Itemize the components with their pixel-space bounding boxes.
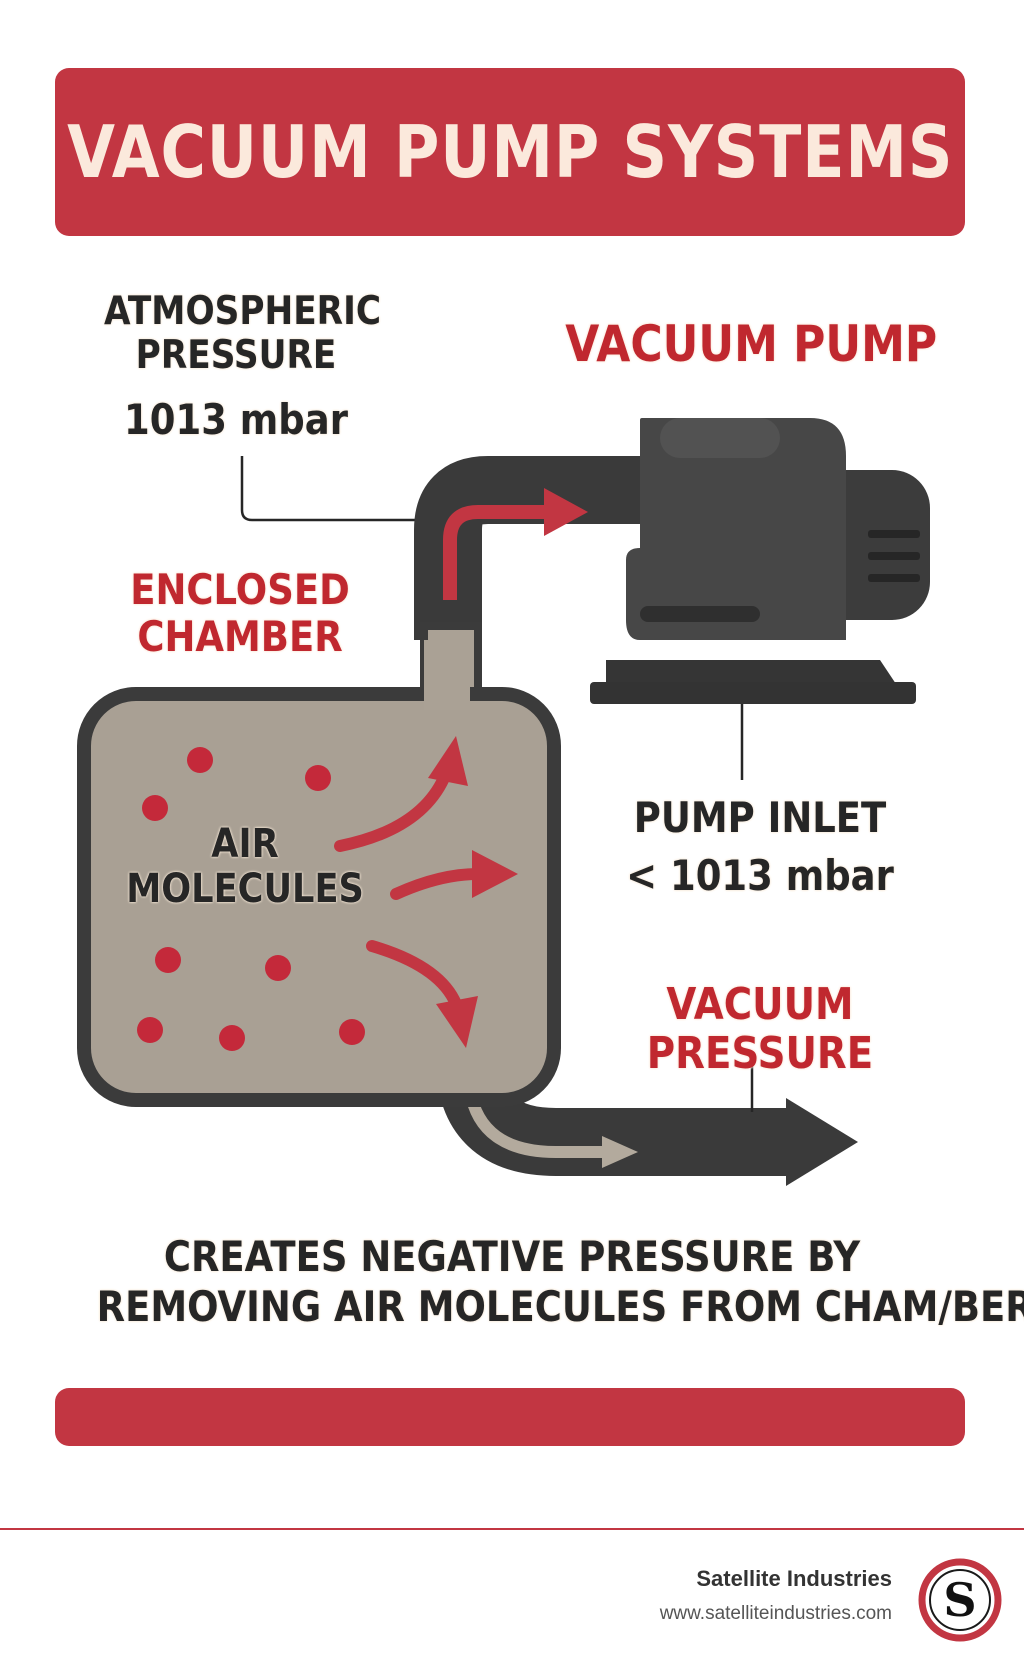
flow-arrow-icon [544,488,588,536]
company-name: Satellite Industries [696,1566,892,1591]
enclosed-chamber-label: ENCLOSED CHAMBER [130,565,350,662]
satellite-logo-icon: S [918,1558,1002,1642]
footer-divider [0,1528,1024,1530]
atmospheric-pressure-label: ATMOSPHERIC PRESSURE [104,289,382,378]
vacuum-pump-label: VACUUM PUMP [565,315,938,373]
caption: CREATES NEGATIVE PRESSURE BY REMOVING AI… [96,1232,1024,1332]
logo-letter: S [943,1573,976,1627]
vacuum-pump-icon [590,418,930,704]
pump-inlet-label: PUMP INLET [633,793,887,842]
page-title: VACUUM PUMP SYSTEMS [66,110,954,194]
bottom-banner [55,1388,965,1446]
website-link[interactable]: www.satelliteindustries.com [659,1603,892,1624]
air-molecules-label: AIR MOLECULES [126,821,364,912]
pump-inlet-value: < 1013 mbar [626,851,894,900]
atmospheric-leader-line [240,456,420,522]
atmospheric-pressure-value: 1013 mbar [124,395,348,444]
vacuum-pressure-label: VACUUM PRESSURE [646,979,874,1080]
title-banner: VACUUM PUMP SYSTEMS [55,68,965,236]
air-molecule-icon [137,747,365,1051]
